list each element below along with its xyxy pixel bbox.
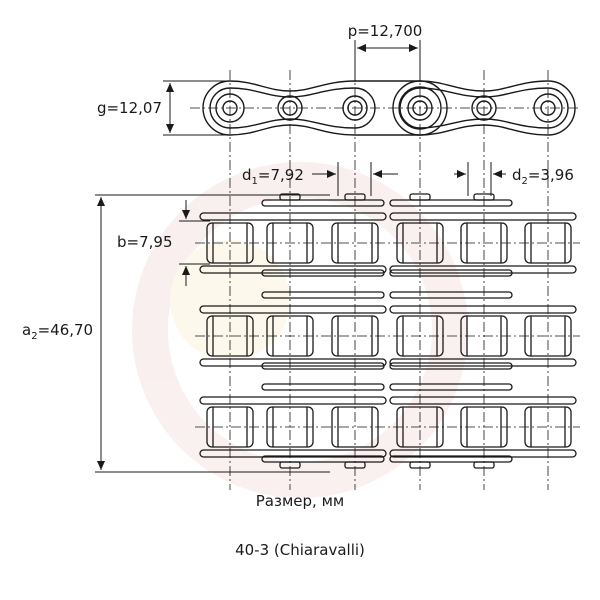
pin-diameter-label: d2=3,96 <box>512 166 574 187</box>
units-caption: Размер, мм <box>255 492 345 510</box>
model-caption: 40-3 (Chiaravalli) <box>235 541 365 559</box>
inner-plate <box>389 449 577 458</box>
outer-plate <box>389 362 513 370</box>
roller-diameter-label: d1=7,92 <box>242 166 304 187</box>
outer-plate <box>261 199 385 207</box>
outer-plate <box>389 269 513 277</box>
watermark-logo <box>132 162 468 498</box>
roller-width-dimension <box>179 200 210 286</box>
outer-plate <box>261 362 385 370</box>
inner-plate <box>199 396 387 405</box>
overall-width-dimension <box>95 194 330 473</box>
inner-plate <box>199 265 387 274</box>
outer-plate <box>389 199 513 207</box>
inner-plate <box>389 265 577 274</box>
inner-plate <box>199 449 387 458</box>
outer-plate <box>261 269 385 277</box>
inner-plate <box>389 212 577 221</box>
pitch-label: p=12,700 <box>348 22 423 40</box>
outer-plate <box>389 455 513 463</box>
roller-width-label: b=7,95 <box>117 233 173 251</box>
pitch-dimension <box>354 40 421 82</box>
outer-plate <box>261 291 385 299</box>
overall-width-label: a2=46,70 <box>22 321 93 342</box>
inner-plate <box>199 305 387 314</box>
inner-plate <box>199 358 387 367</box>
height-dimension <box>163 80 232 136</box>
pin-diameter-dimension <box>454 162 506 196</box>
inner-plate <box>389 396 577 405</box>
height-label: g=12,07 <box>97 99 162 117</box>
outer-plate <box>389 383 513 391</box>
outer-plate <box>261 455 385 463</box>
outer-plate <box>389 291 513 299</box>
outer-plate <box>261 383 385 391</box>
inner-plate <box>389 358 577 367</box>
inner-plate <box>199 212 387 221</box>
roller-diameter-dimension <box>312 162 398 196</box>
chain-plan-view <box>190 70 580 490</box>
inner-plate <box>389 305 577 314</box>
